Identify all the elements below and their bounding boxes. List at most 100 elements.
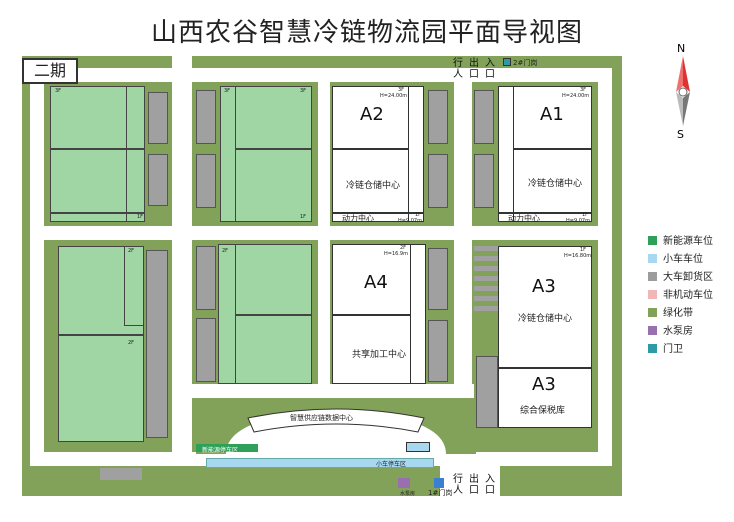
top-gate-entrance: 入口 [485,58,495,80]
gate1-label: 1#门岗 [428,489,453,497]
building-a1-stair [498,86,514,222]
truck-dock-a2b [428,154,448,208]
car-parking-zone [206,458,434,468]
building-a3-function: 冷链仓储中心 [518,314,573,324]
warehouse-w4-stair [218,244,236,384]
legend-item: 非机动车位 [648,286,713,301]
building-a1-function: 冷链仓储中心 [528,179,583,189]
building-a3b-function: 综合保税库 [520,406,566,416]
truck-dock-a4a [428,248,448,310]
bottom-gate-entrance: 入口 [485,474,495,496]
building-a1-height-bottom: H=9.07m [566,218,590,224]
w3-floor-top: 2F [128,248,135,254]
car-parking-stripes-icon [474,246,498,311]
truck-dock-a4b [428,320,448,382]
w3-floor-mid: 2F [128,340,135,346]
truck-dock-a3 [476,356,498,428]
compass-north-label: N [677,42,686,55]
bottom-gate-exit: 出口 [469,474,479,496]
pump-house-label: 水泵房 [400,491,416,497]
building-a1-floor-bottom: 1F [582,212,589,218]
road-bottom-gate [440,466,500,496]
truck-dock-a1b [474,154,494,208]
warehouse-w3-stair [124,246,144,326]
legend-label: 大车卸货区 [663,272,713,283]
road-datacenter-strip [192,384,474,398]
legend-item: 新能源车位 [648,232,713,247]
legend-item: 门卫 [648,340,683,355]
compass: N S [668,42,698,142]
building-a4-name: A4 [364,272,388,293]
pump-area-icon [406,442,430,452]
top-gate-pedestrian: 行人 [453,58,463,80]
w1-floor-bottom: 1F [137,214,144,220]
building-a4-floor: 2F [400,245,407,251]
compass-south-label: S [677,128,684,141]
building-a3-name: A3 [532,276,556,297]
building-a2-height: H=24.00m [380,93,408,99]
ev-parking-zone [196,444,258,452]
truck-dock-w4a [196,246,216,310]
legend-swatch-icon [648,236,657,245]
data-center-label: 智慧供应链数据中心 [290,414,353,422]
car-parking-area-west [100,468,142,480]
warehouse-w2-divider [236,148,312,150]
legend-item: 大车卸货区 [648,268,713,283]
warehouse-w3 [58,246,144,442]
building-a3-floor: 1F [580,247,587,253]
pump-house-icon [398,478,410,488]
truck-dock-w3 [146,250,168,438]
legend-label: 绿化带 [663,308,693,319]
warehouse-w2-stair [220,86,236,222]
building-a4-divider [332,314,410,316]
building-a3b-name: A3 [532,374,556,395]
truck-dock-w4b [196,318,216,382]
truck-dock-w2a [196,90,216,144]
building-a2-floor: 3F [398,87,405,93]
legend-swatch-icon [648,308,657,317]
building-a4-stair [410,244,426,384]
legend-swatch-icon [648,272,657,281]
ev-parking-label: 新能源停车区 [202,447,239,454]
legend-swatch-icon [648,326,657,335]
gate1-booth-icon [434,478,444,488]
w2-floor-top-right: 3F [300,88,307,94]
building-a1-height: H=24.00m [562,93,590,99]
warehouse-w1-divider [50,148,145,150]
truck-dock-a2a [428,90,448,144]
building-a4-function: 共享加工中心 [352,350,407,360]
legend-swatch-icon [648,254,657,263]
warehouse-w1-top [50,86,145,222]
legend-item: 水泵房 [648,322,693,337]
truck-dock-w1b [148,154,168,206]
w1-floor-top: 3F [55,88,62,94]
compass-arrow-icon [676,56,690,126]
truck-dock-w2b [196,154,216,208]
building-a1-power: 动力中心 [508,214,540,223]
building-a2-name: A2 [360,104,384,125]
legend-label: 小车车位 [663,254,703,265]
top-gate-exit: 出口 [469,58,479,80]
w4-floor: 2F [222,248,229,254]
road-v2 [318,68,330,398]
legend-swatch-icon [648,344,657,353]
warehouse-w1-stair [126,86,145,222]
bottom-gate-pedestrian: 行人 [453,474,463,496]
building-a2-floor-bottom: 1F [415,212,422,218]
warehouse-w4-divider [236,314,312,316]
legend-label: 水泵房 [663,326,693,337]
building-a2-height-bottom: H=9.07m [398,218,422,224]
truck-dock-a1a [474,90,494,144]
road-v3 [454,68,472,398]
road-east [598,68,612,466]
road-west [30,68,44,466]
warehouse-w3-divider [58,334,144,336]
gate2-booth-icon [503,58,511,66]
warehouse-w1-base [50,212,145,214]
w2-floor-top-left: 3F [224,88,231,94]
building-a2-power: 动力中心 [342,214,374,223]
building-a1-base [498,212,592,214]
building-a2-base [332,212,424,214]
building-a3-bonded [498,368,592,428]
building-a1-divider [514,148,592,150]
